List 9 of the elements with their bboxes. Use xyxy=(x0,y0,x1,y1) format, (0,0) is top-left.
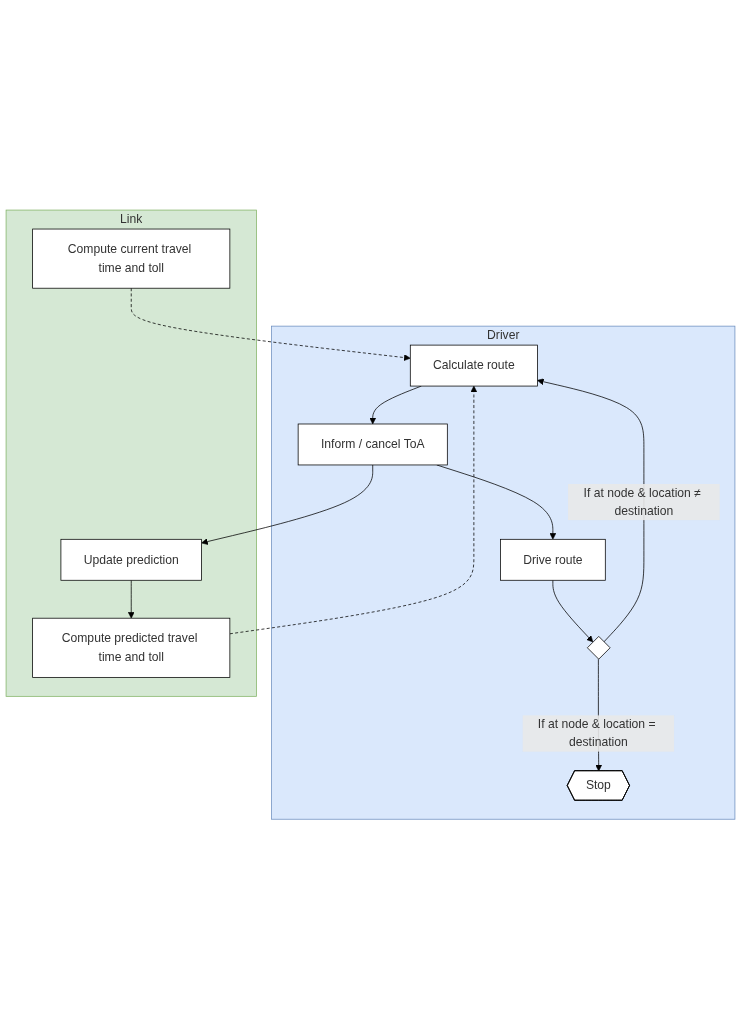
node-box: Compute current travel time and toll xyxy=(32,229,231,289)
node-box: Update prediction xyxy=(60,539,202,581)
edge-label: If at node & location = destination xyxy=(537,717,656,750)
node-box: Calculate route xyxy=(409,345,538,387)
node-box: Compute predicted travel time and toll xyxy=(32,618,231,679)
node-box: Drive route xyxy=(500,539,606,581)
node-diamond xyxy=(587,636,611,660)
edge-label: If at node & location ≠ destination xyxy=(583,486,701,518)
node-box: Inform / cancel ToA xyxy=(297,423,448,466)
